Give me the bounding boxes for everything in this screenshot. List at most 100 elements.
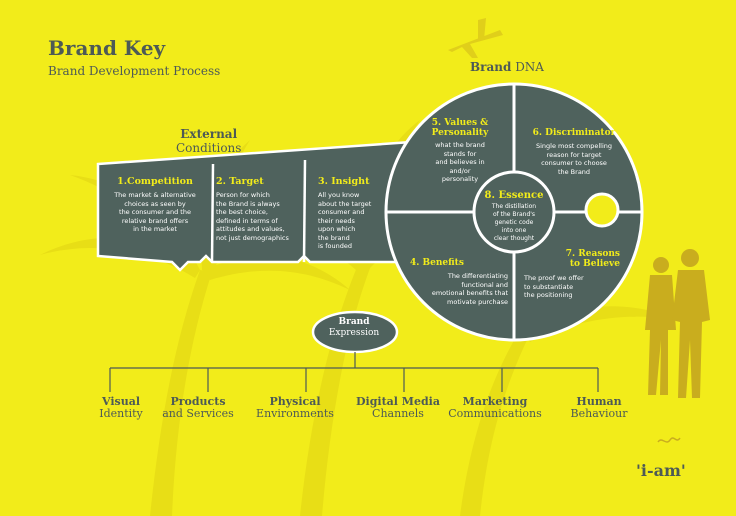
external-label-line1: External bbox=[180, 127, 238, 141]
body-line: emotional benefits that bbox=[431, 289, 508, 297]
heading-line: 4. Benefits bbox=[410, 258, 464, 268]
body-line: personality bbox=[441, 175, 479, 183]
page-title: Brand Key bbox=[48, 36, 166, 60]
key-hole bbox=[584, 192, 620, 228]
expression-top: Digital Media bbox=[356, 395, 440, 408]
body-line: stands for bbox=[443, 149, 477, 158]
expression-bottom: and Services bbox=[162, 407, 234, 420]
segment-heading: 2. Target bbox=[216, 176, 264, 187]
body-line: consumer and bbox=[318, 208, 365, 216]
essence-core bbox=[472, 170, 556, 254]
essence-center: 8. Essence The distillation of the Brand… bbox=[474, 190, 554, 243]
body-line: not just demographics bbox=[216, 233, 289, 242]
body-line: upon which bbox=[318, 225, 356, 233]
brand-dna-label-rest: DNA bbox=[515, 60, 544, 74]
expression-digital-media: Digital Media Channels bbox=[343, 396, 453, 420]
segment-body: The market & alternative choices as seen… bbox=[100, 191, 210, 234]
body-line: reason for target bbox=[546, 150, 602, 159]
quadrant-body: what the brand stands for and believes i… bbox=[410, 141, 510, 184]
body-line: the best choice, bbox=[216, 208, 268, 216]
segment-competition: 1.Competition The market & alternative c… bbox=[100, 176, 210, 234]
essence-heading: 8. Essence bbox=[484, 190, 544, 201]
body-line: Person for which bbox=[216, 191, 270, 199]
quadrant-heading: 4. Benefits bbox=[404, 258, 508, 268]
body-line: The proof we offer bbox=[524, 274, 584, 282]
expression-products-services: Products and Services bbox=[143, 396, 253, 420]
body-line: the brand bbox=[318, 233, 350, 242]
expression-connector-lines bbox=[109, 352, 599, 392]
body-line: consumer to choose bbox=[541, 159, 607, 167]
quadrant-heading: 6. Discriminator bbox=[518, 128, 630, 138]
body-line: of the Brand's bbox=[492, 211, 536, 218]
external-conditions-label: External Conditions bbox=[176, 127, 241, 155]
external-label-line2: Conditions bbox=[176, 141, 242, 155]
body-line: relative brand offers bbox=[121, 216, 189, 225]
body-line: to substantiate bbox=[524, 282, 574, 291]
body-line: clear thought bbox=[493, 235, 535, 242]
expression-top: Marketing bbox=[462, 395, 528, 408]
body-line: what the brand bbox=[435, 141, 485, 149]
expression-physical-environments: Physical Environments bbox=[240, 396, 350, 420]
expression-top: Visual bbox=[101, 395, 141, 408]
heading-line: 6. Discriminator bbox=[532, 128, 616, 138]
body-line: in the market bbox=[133, 225, 177, 233]
quadrant-reasons-to-believe: 7. Reasons to Believe The proof we offer… bbox=[520, 249, 620, 300]
body-line: genetic code bbox=[494, 219, 534, 226]
expression-human-behaviour: Human Behaviour bbox=[544, 396, 654, 420]
brand-expression-label: Brand Expression bbox=[314, 317, 394, 339]
essence-body: The distillation of the Brand's genetic … bbox=[474, 203, 554, 243]
body-line: into one bbox=[501, 227, 527, 234]
squiggle-icon bbox=[657, 437, 681, 443]
expression-bottom: Channels bbox=[372, 407, 424, 420]
body-line: The market & alternative bbox=[114, 191, 196, 199]
people-silhouette-icon bbox=[645, 249, 710, 398]
expression-label-bold: Brand bbox=[338, 317, 370, 327]
expression-marketing-communications: Marketing Communications bbox=[440, 396, 550, 420]
body-line: attitudes and values, bbox=[216, 225, 285, 233]
expression-label-rest: Expression bbox=[328, 328, 380, 338]
body-line: the consumer and the bbox=[119, 208, 191, 216]
heading-line: 5. Values & bbox=[431, 118, 489, 128]
body-line: Single most compelling bbox=[535, 142, 613, 150]
expression-top: Human bbox=[576, 395, 622, 408]
expression-bottom: Communications bbox=[448, 407, 542, 420]
quadrant-body: The proof we offer to substantiate the p… bbox=[520, 274, 620, 300]
brand-dna-label-bold: Brand bbox=[470, 60, 512, 74]
heading-line: to Believe bbox=[569, 259, 620, 269]
brand-dna-label: Brand DNA bbox=[470, 60, 544, 74]
expression-bottom: Behaviour bbox=[570, 407, 628, 420]
body-line: functional and bbox=[461, 280, 508, 289]
quadrant-values-personality: 5. Values & Personality what the brand s… bbox=[410, 118, 510, 184]
heading-line: Personality bbox=[431, 128, 489, 138]
quadrant-benefits: 4. Benefits The differentiating function… bbox=[404, 258, 508, 306]
body-line: the Brand is always bbox=[216, 199, 280, 208]
page-subtitle: Brand Development Process bbox=[48, 64, 221, 78]
body-line: about the target bbox=[318, 199, 372, 208]
expression-bottom: Identity bbox=[99, 407, 143, 420]
body-line: defined in terms of bbox=[216, 216, 278, 225]
body-line: and believes in bbox=[435, 158, 485, 166]
body-line: The differentiating bbox=[447, 272, 508, 280]
body-line: All you know bbox=[318, 191, 360, 199]
expression-bottom: Environments bbox=[256, 407, 334, 420]
body-line: and/or bbox=[449, 166, 471, 175]
quadrant-heading: 5. Values & Personality bbox=[410, 118, 510, 138]
segment-divider bbox=[302, 159, 307, 263]
expression-top: Physical bbox=[269, 395, 321, 408]
segment-heading: 1.Competition bbox=[117, 176, 193, 187]
body-line: is founded bbox=[318, 242, 353, 250]
expression-top: Products bbox=[170, 395, 226, 408]
segment-divider bbox=[210, 163, 215, 263]
i-am-logo: 'i-am' bbox=[636, 461, 686, 480]
body-line: the Brand bbox=[557, 167, 591, 176]
segment-target: 2. Target Person for which the Brand is … bbox=[216, 176, 302, 242]
airplane-icon bbox=[448, 18, 503, 58]
quadrant-heading: 7. Reasons to Believe bbox=[520, 249, 620, 269]
segment-insight: 3. Insight All you know about the target… bbox=[318, 176, 398, 251]
quadrant-discriminator: 6. Discriminator Single most compelling … bbox=[518, 128, 630, 176]
segment-heading: 3. Insight bbox=[318, 176, 370, 187]
quadrant-body: The differentiating functional and emoti… bbox=[404, 272, 508, 306]
body-line: choices as seen by bbox=[124, 199, 186, 208]
